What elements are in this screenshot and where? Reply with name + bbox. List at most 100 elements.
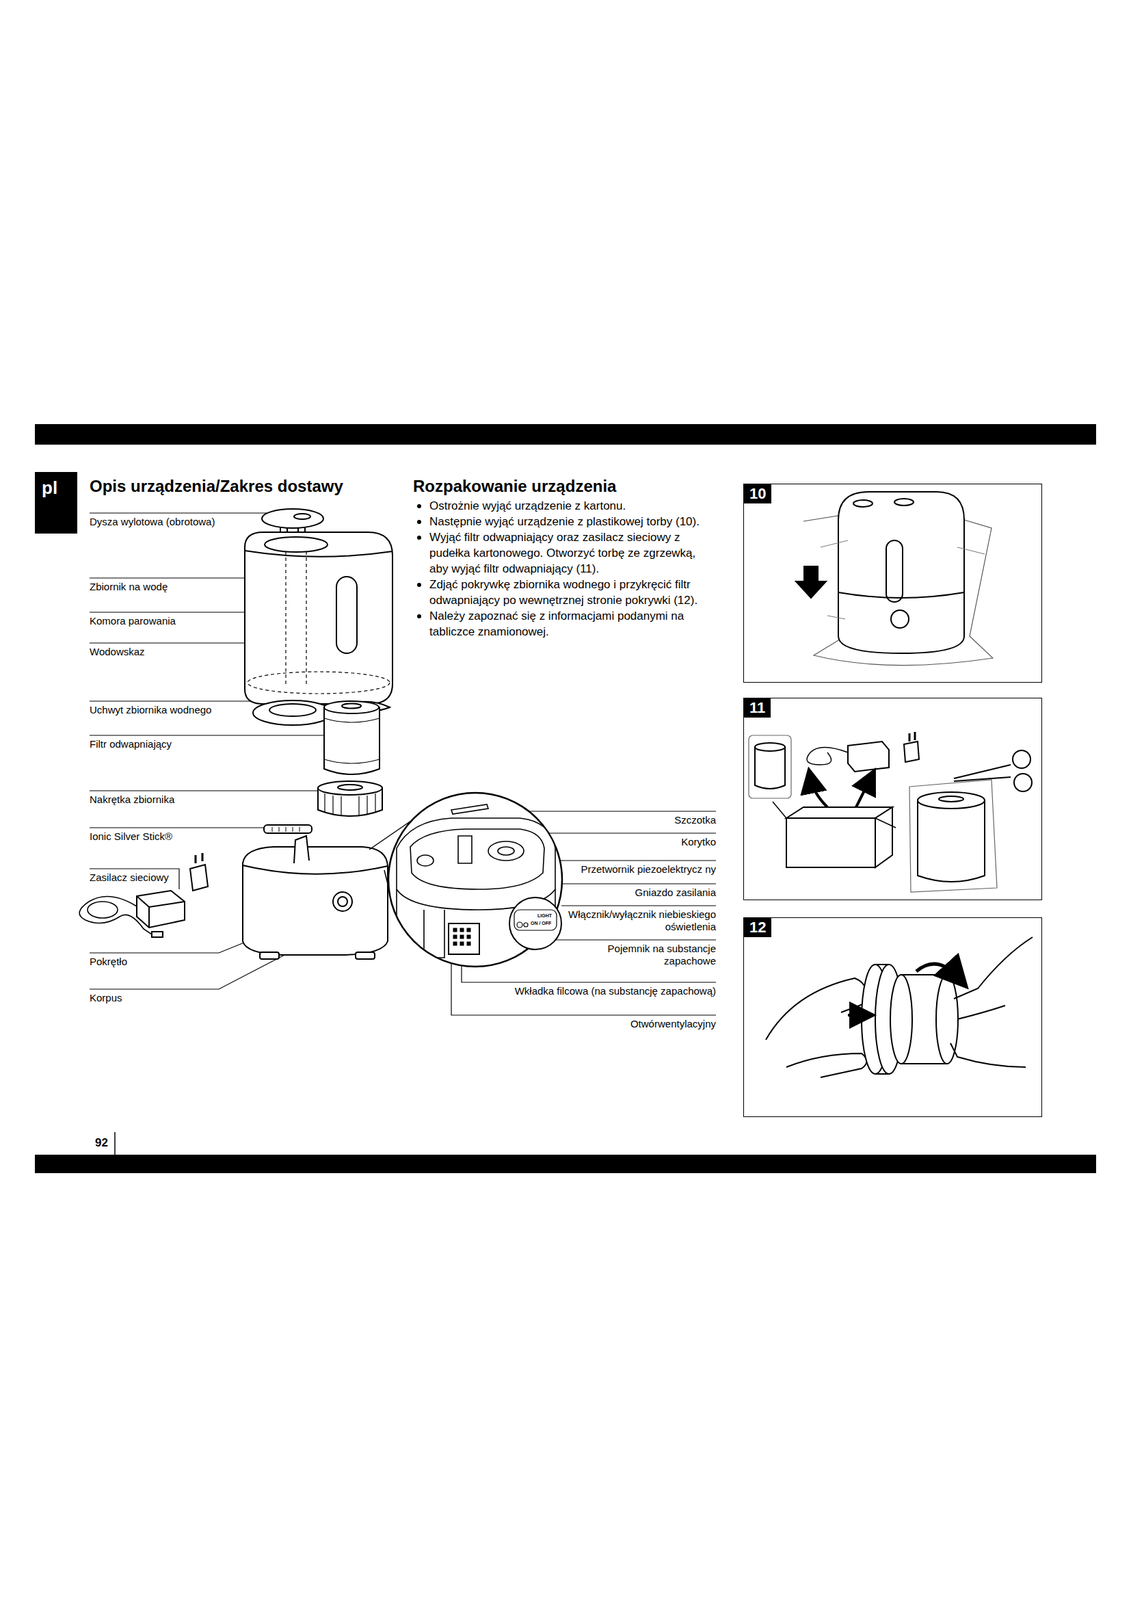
instruction-text: Wyjąć filtr odwapniający oraz zasilacz s…: [429, 529, 717, 577]
page-number: 92: [95, 1135, 109, 1150]
device-exploded-view-part: [336, 576, 357, 654]
part-label: Korpus: [89, 991, 213, 1004]
figure-10-part: [894, 498, 914, 506]
device-exploded-view-part-part: [451, 804, 489, 814]
device-exploded-view-part: [253, 700, 333, 725]
device-exploded-view-part: [136, 890, 185, 928]
figure-11-part: [847, 741, 889, 772]
device-exploded-view-part: [509, 897, 562, 950]
figure-10-part: [890, 609, 909, 628]
part-label: Nakrętka zbiornika: [89, 793, 247, 806]
figure-frame: 10: [743, 483, 1043, 683]
device-exploded-view-part-part: [299, 826, 301, 832]
callout-number: 11: [743, 698, 771, 718]
device-exploded-view-part: [448, 923, 480, 954]
device-exploded-view-part-part: [453, 927, 457, 932]
device-exploded-view-part: [337, 896, 348, 907]
part-label: Filtr odwapniający: [89, 737, 247, 751]
leader-lines-part: [89, 700, 260, 701]
figure-11-part: [903, 741, 920, 762]
device-exploded-view-part-part: [366, 795, 368, 815]
device-exploded-view-part: [355, 951, 375, 959]
bullet-item: Należy zapoznać się z informacjami podan…: [413, 607, 717, 640]
section-heading: Opis urządzenia/Zakres dostawy: [89, 476, 344, 496]
instruction-text: Ostrożnie wyjąć urządzenie z kartonu.: [429, 497, 717, 514]
device-exploded-view-part-part: [358, 795, 359, 816]
language-code: pl: [41, 477, 78, 499]
part-label: Szczotka: [442, 813, 716, 827]
instruction-column: Rozpakowanie urządzeniaOstrożnie wyjąć u…: [413, 476, 717, 640]
device-exploded-view-part: [247, 671, 390, 694]
device-exploded-view-part-part: [453, 934, 457, 939]
device-exploded-view-part-part: [467, 927, 471, 932]
device-exploded-view-part: [261, 508, 324, 528]
device-exploded-view-part-part: [340, 795, 342, 816]
device-exploded-view-part: [324, 759, 380, 764]
part-label: Gniazdo zasilania: [510, 886, 716, 899]
figure-12-part: [916, 963, 958, 977]
figure-11-part: [909, 779, 997, 892]
part-label: Otwórwentylacyjny: [510, 1017, 716, 1030]
instruction-text: Zdjąć pokrywkę zbiornika wodnego i przyk…: [429, 576, 717, 608]
leader-lines-part: [89, 734, 327, 736]
device-exploded-view-part-part: [467, 934, 471, 939]
device-exploded-view-part-part: [278, 826, 280, 832]
device-exploded-view-part: [324, 717, 380, 723]
device-exploded-view-part: [294, 513, 311, 520]
part-label: Dysza wylotowa (obrotowa): [89, 515, 247, 528]
language-tab: pl: [34, 471, 78, 534]
figure-11-part: [908, 733, 911, 742]
part-label: Przetwornik piezoelektrycz ny: [510, 862, 716, 876]
part-label: Korytko: [442, 835, 716, 848]
part-label: Komora parowania: [89, 614, 247, 628]
figure-11-part: [917, 791, 985, 809]
device-exploded-view-part-part: [460, 927, 464, 932]
part-label: Zasilacz sieciowy: [89, 871, 178, 884]
device-exploded-view-part: [324, 700, 379, 714]
figure-11-part: [754, 746, 785, 789]
section-heading: Rozpakowanie urządzenia: [413, 476, 717, 496]
device-exploded-view-part: [285, 551, 286, 684]
device-exploded-view-part: [242, 846, 388, 955]
leader-lines-part: [89, 789, 321, 791]
device-exploded-view-part: [190, 864, 208, 891]
device-exploded-view-part: [136, 895, 185, 928]
device-exploded-view-part: [264, 536, 328, 552]
bullet-dot: [417, 582, 422, 587]
figure-12-part: [847, 1013, 863, 1017]
device-exploded-view-part-part: [460, 941, 464, 946]
part-label: Wkładka filcowa (na substancję zapachową…: [483, 984, 716, 997]
figure-11-part: [856, 779, 870, 807]
device-exploded-view-part-part: [272, 826, 273, 832]
device-exploded-view-part: [453, 927, 471, 946]
part-label: Włącznik/wyłącznik niebieskiego oświetle…: [565, 908, 716, 933]
figure-12: [765, 936, 1033, 1077]
device-exploded-view-part: [269, 703, 316, 716]
device-exploded-view-part-part: [488, 841, 524, 861]
figure-frame: 11: [743, 697, 1043, 900]
page-bars-part: [34, 423, 1097, 445]
leader-lines-part: [561, 904, 716, 906]
figure-10-part: [838, 592, 965, 598]
part-label: Ionic Silver Stick®: [89, 830, 247, 843]
part-label: Wodowskaz: [89, 645, 247, 658]
figure-10-part: [886, 540, 903, 602]
device-exploded-view-part: [87, 901, 118, 918]
part-label: Zbiornik na wodę: [89, 580, 247, 593]
bullet-item: Zdjąć pokrywkę zbiornika wodnego i przyk…: [413, 576, 717, 608]
figure-10-part: [838, 491, 965, 654]
device-exploded-view-part-part: [324, 793, 325, 813]
figure-11-part: [748, 735, 792, 798]
figure-12-part: [950, 936, 1033, 1067]
device-exploded-view-part: [244, 531, 393, 704]
device-exploded-view-part-part: [396, 817, 556, 910]
device-exploded-view-part: [244, 550, 393, 557]
figure-11-part: [786, 806, 893, 818]
figure-10-part: [853, 499, 873, 507]
device-exploded-view-part: [294, 835, 310, 863]
bullet-item: Wyjąć filtr odwapniający oraz zasilacz s…: [413, 529, 717, 577]
device-exploded-view-part: [516, 921, 523, 928]
page-bars: [34, 423, 1097, 1173]
figure-11-part: [754, 742, 785, 751]
figure-11-part: [786, 817, 876, 868]
